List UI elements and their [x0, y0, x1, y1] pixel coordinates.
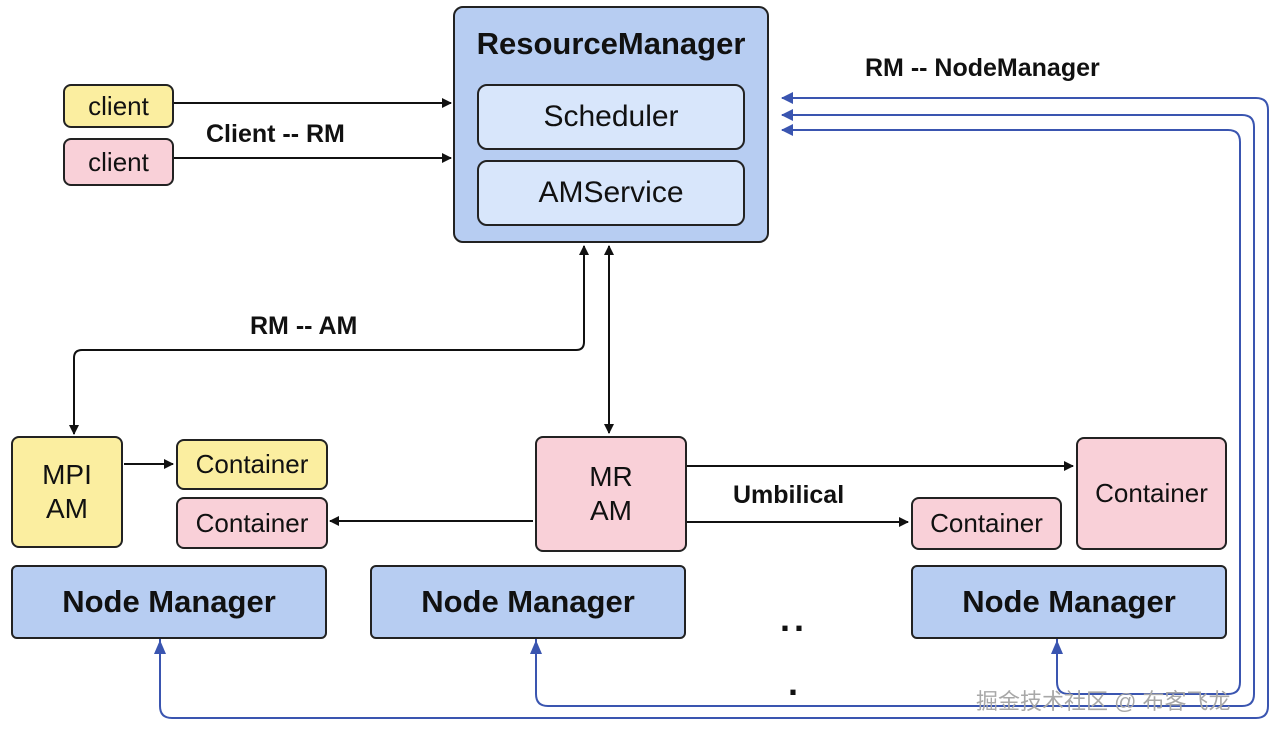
- rm-am-label: RM -- AM: [250, 312, 358, 340]
- amservice-label: AMService: [538, 176, 684, 209]
- watermark: 掘金技术社区 @ 布客飞龙: [976, 689, 1231, 714]
- container-label: Container: [195, 449, 309, 479]
- remote-container-small: Container: [911, 497, 1062, 550]
- node-manager-3: Node Manager: [911, 565, 1227, 639]
- mpi-container-pink: Container: [176, 497, 328, 549]
- scheduler-label: Scheduler: [543, 100, 679, 133]
- client-label: client: [88, 146, 149, 177]
- scheduler-box: Scheduler: [477, 84, 745, 150]
- container-label: Container: [1095, 478, 1208, 508]
- rm-mpi-am-arrow: [69, 245, 589, 435]
- mpi-container-yellow: Container: [176, 439, 328, 490]
- mpi-am: MPI AM: [11, 436, 123, 548]
- nm1-rm-line: [159, 92, 1269, 719]
- resource-manager-title: ResourceManager: [476, 26, 746, 61]
- node-manager-1: Node Manager: [11, 565, 327, 639]
- mpi-am-line1: MPI: [42, 459, 92, 490]
- ellipsis: ..: [780, 598, 809, 639]
- client-label: client: [88, 90, 149, 121]
- mpi-am-line2: AM: [46, 493, 88, 524]
- nm3-rm-line: [781, 124, 1241, 695]
- node-manager-label: Node Manager: [421, 584, 635, 619]
- client-pink: client: [63, 138, 174, 186]
- node-manager-label: Node Manager: [62, 584, 276, 619]
- amservice-box: AMService: [477, 160, 745, 226]
- node-manager-2: Node Manager: [370, 565, 686, 639]
- mr-am-line1: MR: [589, 461, 633, 492]
- client-yellow: client: [63, 84, 174, 128]
- container-label: Container: [930, 508, 1043, 538]
- container-label: Container: [195, 507, 309, 538]
- remote-container-large: Container: [1076, 437, 1227, 550]
- nm3-arrowhead: [1051, 640, 1063, 654]
- client-rm-label: Client -- RM: [206, 120, 345, 148]
- ellipsis-dot: .: [788, 662, 803, 703]
- mr-am-line2: AM: [590, 495, 632, 526]
- umbilical-label: Umbilical: [733, 481, 845, 509]
- nm2-arrowhead: [530, 640, 542, 654]
- rm-nodemanager-label: RM -- NodeManager: [865, 54, 1100, 82]
- mr-am: MR AM: [535, 436, 687, 552]
- node-manager-label: Node Manager: [962, 584, 1176, 619]
- nm1-arrowhead: [154, 640, 166, 654]
- nm2-rm-line: [535, 109, 1255, 707]
